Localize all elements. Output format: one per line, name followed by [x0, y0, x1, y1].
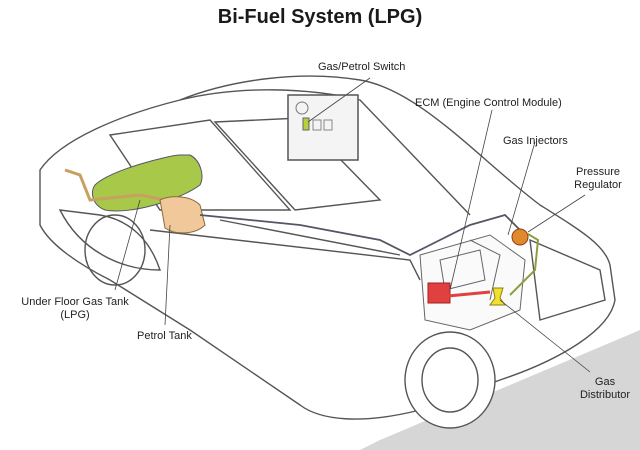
label-gas-petrol-switch: Gas/Petrol Switch — [318, 61, 406, 73]
gas-rail — [447, 290, 491, 298]
switch-highlight — [302, 117, 310, 131]
label-petrol-tank: Petrol Tank — [137, 330, 192, 342]
petrol-tank-shape — [159, 196, 206, 234]
label-ecm: ECM (Engine Control Module) — [415, 97, 562, 109]
label-gas-distributor: Gas Distributor — [572, 376, 638, 402]
label-distributor-line2: Distributor — [579, 389, 631, 401]
pressure-regulator-shape — [511, 228, 529, 246]
ecm-shape — [427, 282, 451, 304]
leader-lines — [114, 77, 591, 373]
label-pressure-regulator: Pressure Regulator — [568, 166, 628, 192]
label-pressure-line2: Regulator — [574, 179, 622, 191]
fuel-line — [199, 213, 521, 257]
engine — [419, 234, 526, 331]
label-pressure-line1: Pressure — [575, 166, 621, 178]
label-gas-tank-line1: Under Floor Gas Tank — [21, 296, 129, 308]
label-gas-tank-line2: (LPG) — [60, 309, 90, 321]
switch-inset — [287, 94, 359, 161]
label-gas-injectors: Gas Injectors — [503, 135, 568, 147]
label-under-floor-gas-tank: Under Floor Gas Tank (LPG) — [10, 296, 140, 322]
diagram-title: Bi-Fuel System (LPG) — [217, 6, 423, 28]
label-distributor-line1: Gas — [594, 376, 616, 388]
